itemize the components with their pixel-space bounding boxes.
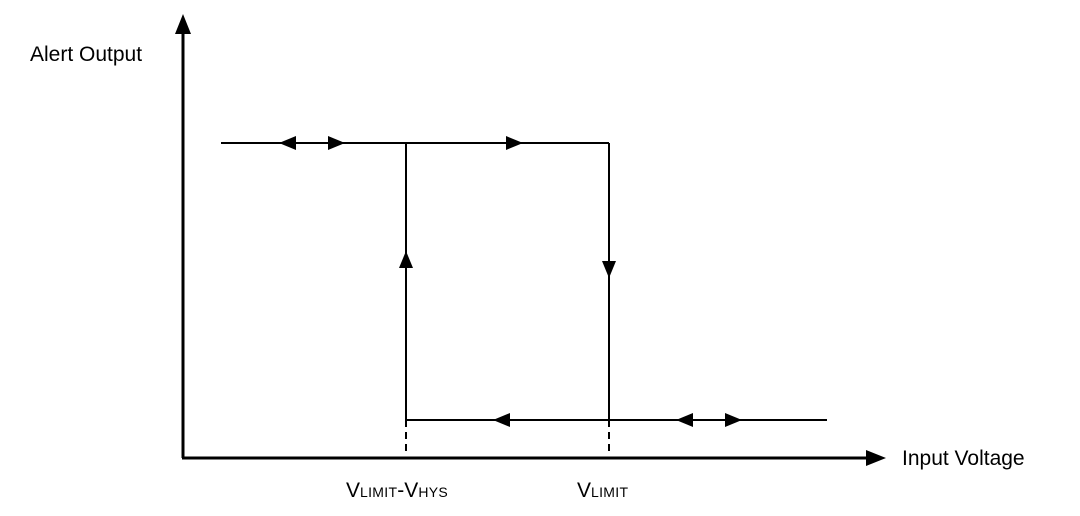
tick-label-subscript: LIMIT (591, 484, 629, 500)
vlimit-minus-vhys-label: VLIMIT-VHYS (346, 480, 448, 501)
arrow-down-icon (602, 261, 616, 278)
tick-label-separator: - (397, 479, 405, 502)
arrow-left-icon (676, 413, 693, 427)
vlimit-label: VLIMIT (577, 480, 628, 501)
y-axis-label: Alert Output (30, 43, 143, 66)
x-axis-label: Input Voltage (902, 447, 1025, 470)
arrow-right-icon (506, 136, 523, 150)
arrow-right-icon (328, 136, 345, 150)
tick-label-main: V (404, 479, 419, 502)
tick-label-subscript: LIMIT (360, 484, 398, 500)
y-axis-arrowhead (175, 14, 191, 34)
tick-label-main: V (346, 479, 361, 502)
arrow-up-icon (399, 251, 413, 268)
tick-label-subscript: HYS (418, 484, 448, 500)
arrow-left-icon (279, 136, 296, 150)
arrow-right-icon (725, 413, 742, 427)
x-axis-arrowhead (866, 450, 886, 466)
arrow-left-icon (493, 413, 510, 427)
tick-label-main: V (577, 479, 592, 502)
